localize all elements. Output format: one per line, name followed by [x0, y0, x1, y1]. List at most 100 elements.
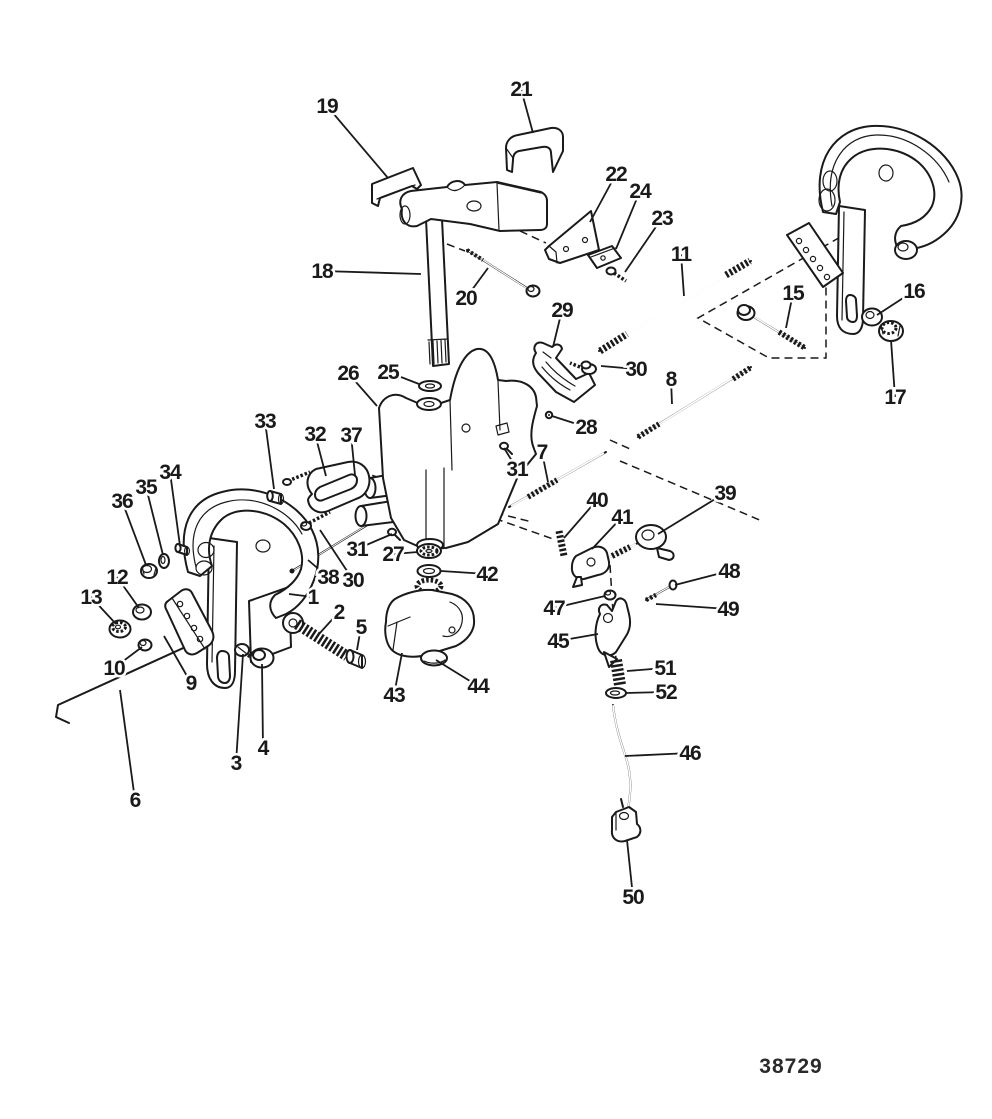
callout-6: 6: [130, 789, 141, 812]
leader-line-32: [314, 433, 327, 477]
leader-line-30: [600, 365, 637, 370]
leader-line-26: [347, 372, 378, 407]
leader-line-5: [356, 626, 362, 651]
leader-line-10: [113, 646, 143, 669]
leader-line-46: [624, 752, 691, 757]
nut-36: [140, 563, 158, 579]
leader-line-29: [552, 309, 563, 348]
callout-11: 11: [671, 243, 693, 266]
callout-31: 31: [506, 458, 529, 481]
callout-33: 33: [254, 410, 276, 433]
screw-31-left: [387, 527, 401, 541]
callout-28: 28: [575, 416, 598, 439]
pin-34: [174, 543, 191, 556]
callout-9: 9: [186, 672, 197, 695]
rod-clamp-50: [610, 798, 642, 843]
leader-line-13: [90, 596, 117, 625]
callout-32: 32: [304, 423, 326, 446]
pivot-bolt-15: [736, 304, 807, 351]
callout-37: 37: [340, 424, 362, 447]
swivel-bracket-26: [354, 347, 538, 552]
callout-50: 50: [622, 886, 644, 909]
nut-13: [108, 619, 132, 639]
washer-4: [249, 647, 275, 669]
leader-line-37: [350, 434, 356, 476]
leader-line-52: [624, 691, 667, 694]
callout-43: 43: [383, 684, 405, 707]
leader-line-34: [169, 471, 181, 547]
pilot-bolt-20: [465, 248, 541, 298]
callout-26: 26: [337, 362, 359, 385]
steering-arm: [399, 180, 548, 232]
callout-12: 12: [106, 566, 128, 589]
leader-line-4: [261, 663, 264, 749]
pin-28: [544, 410, 554, 420]
leader-line-41: [591, 516, 623, 550]
callout-39: 39: [714, 482, 736, 505]
callout-27: 27: [382, 543, 404, 566]
plate-19: [371, 167, 422, 207]
leader-line-11: [680, 253, 685, 297]
shock-rod-8: [636, 365, 752, 440]
leader-line-49: [655, 603, 729, 610]
callout-36: 36: [111, 490, 133, 513]
callout-19: 19: [316, 95, 338, 118]
leader-line-2: [318, 611, 340, 635]
steering-tube-18: [425, 218, 450, 367]
tilt-stop-rod-6: [55, 633, 215, 724]
leader-line-31: [356, 533, 393, 550]
callout-42: 42: [476, 563, 498, 586]
tilt-rod-11: [598, 257, 752, 354]
leader-line-16: [876, 290, 915, 316]
pin-33: [266, 490, 285, 505]
leader-line-23: [624, 217, 663, 273]
callout-44: 44: [467, 675, 490, 698]
leader-line-40: [563, 499, 598, 539]
leader-line-24: [615, 190, 641, 250]
leader-line-42: [440, 570, 488, 575]
starboard-clamp-bracket: [786, 124, 963, 335]
leader-line-1: [288, 593, 314, 598]
callout-31: 31: [346, 538, 369, 561]
callout-8: 8: [666, 368, 678, 391]
leader-line-51: [626, 667, 666, 672]
callout-30: 30: [342, 569, 364, 592]
callout-40: 40: [586, 489, 608, 512]
washer-16: [861, 307, 883, 327]
leader-line-21: [520, 88, 534, 134]
callout-23: 23: [651, 207, 673, 230]
leader-line-27: [392, 551, 419, 555]
pin-48: [644, 579, 678, 603]
leader-line-15: [785, 292, 794, 329]
callout-51: 51: [654, 657, 677, 680]
shock-rod-7: [508, 451, 607, 508]
leader-line-8: [670, 378, 673, 405]
locknut-17: [878, 320, 904, 342]
callout-52: 52: [655, 681, 677, 704]
callout-22: 22: [605, 163, 627, 186]
leader-line-7: [541, 451, 549, 483]
plate-24: [587, 245, 622, 269]
callout-35: 35: [135, 476, 158, 499]
port-clamp-bracket: [182, 488, 320, 689]
callout-30: 30: [625, 358, 647, 381]
callout-15: 15: [782, 282, 805, 305]
spring-2: [294, 619, 350, 661]
bushing-5: [345, 649, 367, 669]
callout-25: 25: [377, 361, 400, 384]
callout-49: 49: [717, 598, 739, 621]
leader-line-18: [321, 270, 422, 275]
leader-line-50: [626, 839, 634, 898]
callout-3: 3: [231, 752, 242, 775]
callout-48: 48: [718, 560, 741, 583]
leader-line-22: [589, 173, 617, 223]
callout-10: 10: [103, 657, 125, 680]
spring-51: [610, 659, 626, 686]
callout-47: 47: [543, 597, 565, 620]
callout-16: 16: [903, 280, 925, 303]
leader-line-6: [119, 689, 136, 801]
leader-line-30: [319, 529, 354, 581]
swivel-plate-9: [164, 588, 215, 656]
spring-40: [555, 530, 568, 557]
callout-13: 13: [80, 586, 102, 609]
